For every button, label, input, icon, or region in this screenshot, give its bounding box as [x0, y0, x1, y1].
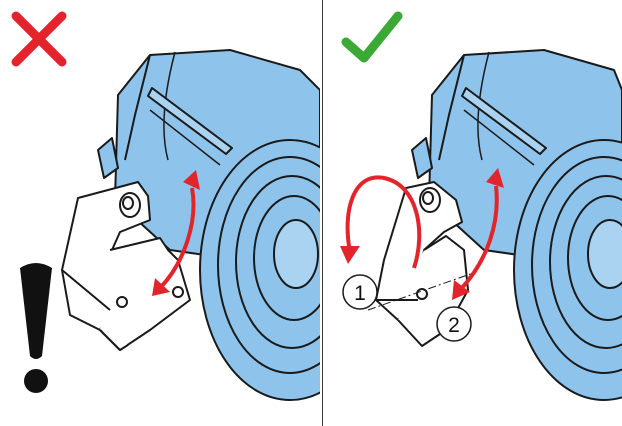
step-number: 1	[354, 282, 366, 305]
correct-illustration: 1 2	[340, 11, 622, 401]
swing-arrow	[452, 168, 504, 300]
mount-bracket	[61, 181, 191, 351]
check-icon	[341, 11, 403, 63]
incorrect-illustration	[11, 11, 320, 401]
exclamation-icon	[20, 263, 52, 393]
cross-icon	[11, 11, 67, 67]
correct-panel: 1 2	[326, 0, 622, 426]
rotate-arrow	[340, 175, 422, 269]
step-marker-1: 1	[342, 274, 378, 310]
incorrect-panel	[11, 11, 320, 401]
caster-wheel	[411, 49, 622, 401]
panel-divider	[322, 0, 323, 426]
step-marker-2: 2	[436, 306, 472, 342]
caster-wheel	[97, 49, 320, 401]
swing-arrow	[152, 170, 200, 296]
step-number: 2	[448, 314, 460, 337]
